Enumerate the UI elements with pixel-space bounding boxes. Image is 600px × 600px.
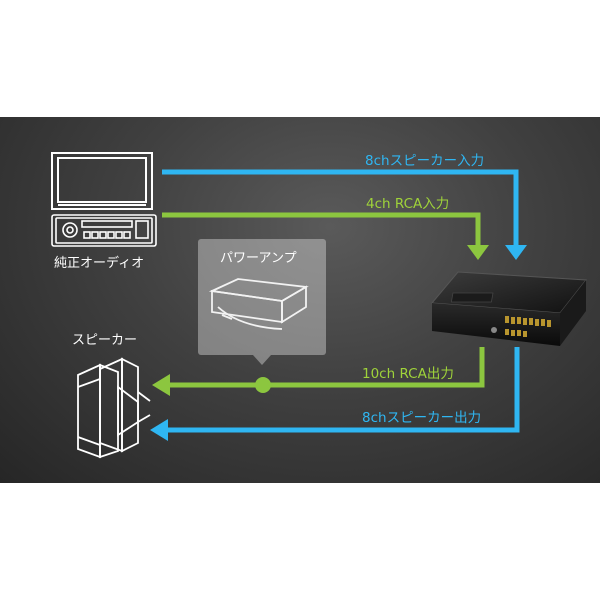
rca-output-label: 10ch RCA出力 (362, 366, 454, 382)
car-stereo-icon (51, 214, 157, 247)
speaker-input-line (162, 169, 527, 260)
amp-junction-dot (255, 377, 271, 393)
speaker-output-label: 8chスピーカー出力 (362, 410, 482, 426)
rca-output-line (152, 347, 485, 396)
head-unit-label: 純正オーディオ (54, 256, 145, 271)
power-amp-icon (208, 278, 309, 330)
speaker-output-line (150, 347, 520, 441)
diagram-canvas (51, 152, 587, 459)
rca-input-line (162, 212, 489, 260)
monitor-icon (51, 152, 153, 210)
power-amp-label: パワーアンプ (220, 251, 297, 266)
diagram-stage: 8chスピーカー入力 4ch RCA入力 純正オーディオ パワーアンプ スピーカ… (0, 117, 600, 483)
speaker-label: スピーカー (72, 333, 138, 348)
power-amp-callout-tail (253, 355, 271, 365)
rca-input-label: 4ch RCA入力 (366, 196, 450, 212)
dsp-processor-icon (430, 271, 587, 346)
power-amp-callout (198, 239, 326, 355)
speaker-icon (77, 357, 151, 459)
speaker-input-label: 8chスピーカー入力 (365, 153, 485, 169)
